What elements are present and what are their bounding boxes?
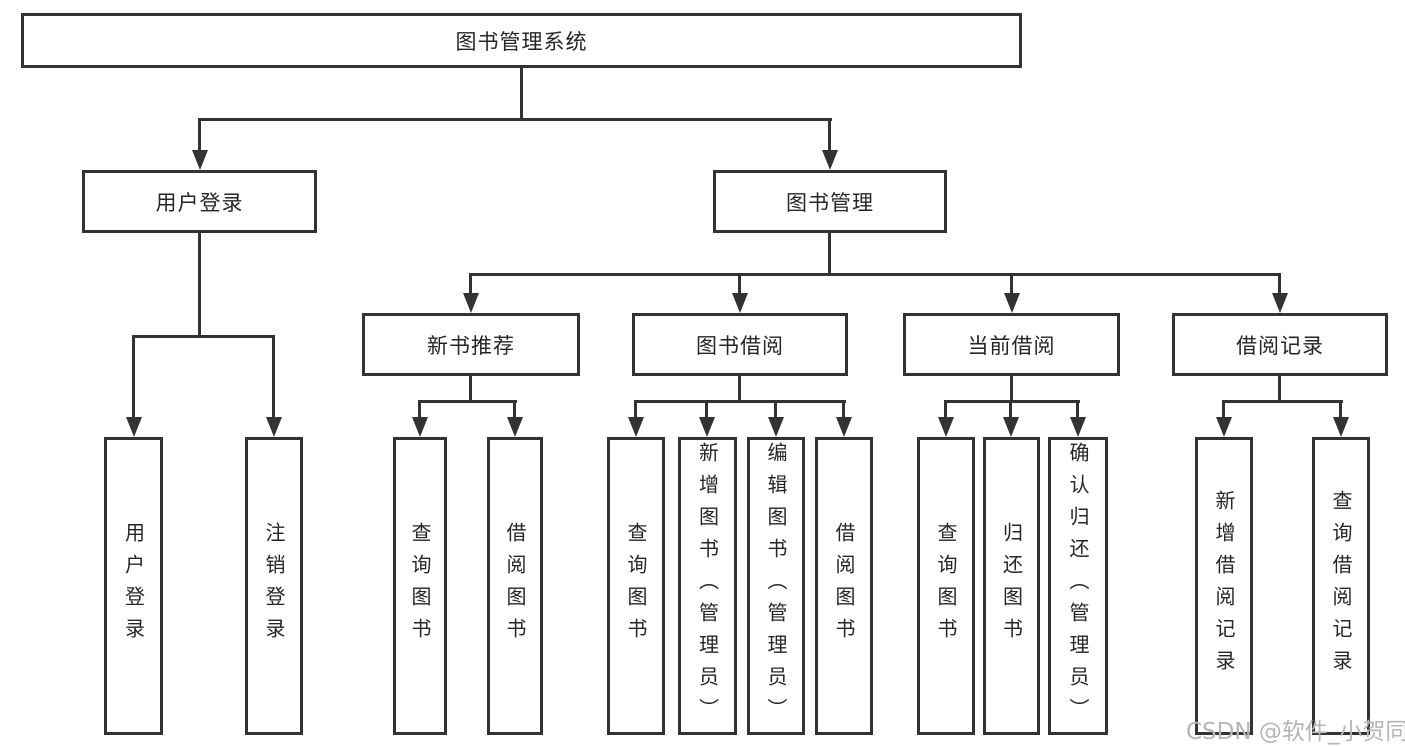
leaf-query-books-3: 查询图书	[917, 437, 975, 735]
arrow-down-icon	[1003, 417, 1019, 437]
arrow-down-icon	[768, 417, 784, 437]
node-borrow-records-label: 借阅记录	[1236, 333, 1324, 358]
node-book-management-label: 图书管理	[786, 190, 874, 215]
leaf-return-books: 归还图书	[983, 437, 1040, 735]
node-library-system-label: 图书管理系统	[455, 29, 588, 54]
arrow-down-icon	[192, 150, 208, 170]
arrow-down-icon	[699, 417, 715, 437]
connector-drop-book-mgmt	[828, 118, 831, 152]
leaf-borrow-books-1: 借阅图书	[487, 437, 543, 735]
arrow-down-icon	[628, 417, 644, 437]
connector-drop-new-book	[469, 273, 472, 293]
connector-level2-bar	[469, 273, 1281, 276]
node-new-book-recommend-label: 新书推荐	[427, 333, 515, 358]
leaf-borrow-books-2: 借阅图书	[815, 437, 873, 735]
connector-drop-leaf	[944, 400, 947, 417]
connector-root-stem	[520, 68, 523, 118]
leaf-return-books-label: 归还图书	[999, 522, 1024, 650]
connector-drop-leaf	[1009, 400, 1012, 417]
leaf-confirm-return-admin-label: 确认归还（管理员）	[1066, 442, 1090, 730]
node-current-borrowing: 当前借阅	[903, 313, 1120, 376]
leaf-add-borrow-record-label: 新增借阅记录	[1212, 490, 1236, 682]
node-borrow-records: 借阅记录	[1172, 313, 1388, 376]
arrow-down-icon	[1272, 293, 1288, 313]
connector-drop-leaf	[774, 400, 777, 417]
connector-new-book-stem	[469, 376, 472, 400]
node-user-login: 用户登录	[82, 170, 317, 233]
arrow-down-icon	[126, 417, 142, 437]
leaf-add-books-admin-label: 新增图书（管理员）	[695, 442, 720, 730]
leaf-borrow-books-2-label: 借阅图书	[832, 522, 856, 650]
node-book-borrowing: 图书借阅	[632, 313, 848, 376]
connector-drop-leaf	[705, 400, 708, 417]
arrow-down-icon	[938, 417, 954, 437]
leaf-edit-books-admin-label: 编辑图书（管理员）	[764, 442, 788, 730]
connector-drop-leaf	[634, 400, 637, 417]
connector-current-borrow-stem	[1010, 376, 1013, 400]
connector-drop-logout-leaf	[272, 335, 275, 417]
connector-new-book-bar	[418, 400, 517, 403]
leaf-query-borrow-record: 查询借阅记录	[1312, 437, 1370, 735]
connector-level1-bar	[198, 118, 832, 121]
leaf-query-books-1: 查询图书	[393, 437, 447, 735]
arrow-down-icon	[412, 417, 428, 437]
arrow-down-icon	[732, 293, 748, 313]
arrow-down-icon	[836, 417, 852, 437]
arrow-down-icon	[822, 150, 838, 170]
connector-drop-current-borrow	[1010, 273, 1013, 293]
connector-book-borrow-stem	[738, 376, 741, 400]
connector-user-login-bar	[132, 335, 275, 338]
leaf-add-borrow-record: 新增借阅记录	[1195, 437, 1253, 735]
leaf-query-books-2: 查询图书	[607, 437, 665, 735]
leaf-add-books-admin: 新增图书（管理员）	[678, 437, 737, 735]
connector-book-mgmt-stem	[828, 233, 831, 273]
arrow-down-icon	[266, 417, 282, 437]
node-book-management: 图书管理	[713, 170, 947, 233]
arrow-down-icon	[1216, 417, 1232, 437]
connector-current-borrow-bar	[944, 400, 1080, 403]
connector-borrow-records-stem	[1278, 376, 1281, 400]
leaf-query-books-3-label: 查询图书	[934, 522, 958, 650]
node-current-borrowing-label: 当前借阅	[967, 333, 1056, 358]
node-new-book-recommend: 新书推荐	[362, 313, 580, 376]
leaf-query-books-2-label: 查询图书	[624, 522, 648, 650]
connector-drop-borrow-records	[1278, 273, 1281, 293]
connector-drop-user-login	[198, 118, 201, 152]
leaf-confirm-return-admin: 确认归还（管理员）	[1048, 437, 1108, 735]
arrow-down-icon	[1333, 417, 1349, 437]
leaf-borrow-books-1-label: 借阅图书	[503, 522, 527, 650]
connector-drop-leaf	[1339, 400, 1342, 417]
connector-book-borrow-bar	[634, 400, 846, 403]
connector-drop-book-borrow	[738, 273, 741, 293]
connector-user-login-stem	[198, 233, 201, 335]
arrow-down-icon	[1004, 293, 1020, 313]
leaf-user-login: 用户登录	[104, 437, 163, 735]
leaf-user-login-label: 用户登录	[121, 522, 146, 650]
node-book-borrowing-label: 图书借阅	[696, 333, 784, 358]
node-library-system: 图书管理系统	[21, 13, 1022, 68]
leaf-edit-books-admin: 编辑图书（管理员）	[747, 437, 805, 735]
watermark: CSDN @软件_小贺同学	[1186, 719, 1405, 745]
leaf-logout: 注销登录	[245, 437, 303, 735]
connector-drop-leaf	[1222, 400, 1225, 417]
arrow-down-icon	[463, 293, 479, 313]
leaf-query-borrow-record-label: 查询借阅记录	[1329, 490, 1353, 682]
arrow-down-icon	[1070, 417, 1086, 437]
connector-drop-leaf	[1076, 400, 1079, 417]
connector-drop-leaf	[842, 400, 845, 417]
connector-drop-leaf	[418, 400, 421, 417]
connector-drop-login-leaf	[132, 335, 135, 417]
arrow-down-icon	[507, 417, 523, 437]
leaf-logout-label: 注销登录	[262, 522, 286, 650]
connector-drop-leaf	[513, 400, 516, 417]
leaf-query-books-1-label: 查询图书	[408, 522, 432, 650]
node-user-login-label: 用户登录	[155, 190, 244, 215]
connector-borrow-records-bar	[1222, 400, 1343, 403]
